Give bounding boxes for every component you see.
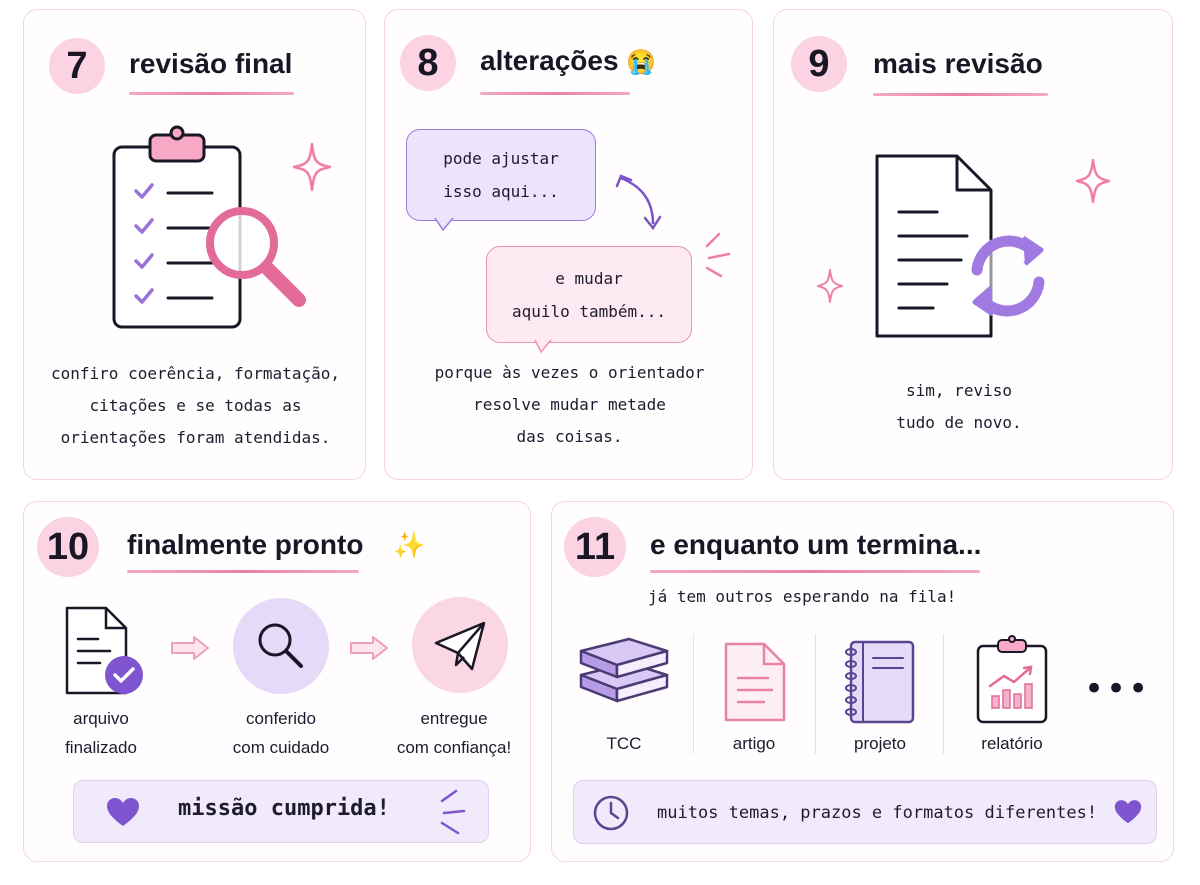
heart-icon (107, 798, 139, 826)
arrow-right-icon (171, 636, 209, 660)
item-label-artigo: artigo (732, 734, 776, 753)
sparkle-icon (817, 269, 843, 303)
card-title: finalmente pronto ✨ (127, 529, 426, 561)
description-line: sim, reviso (906, 381, 1012, 400)
step-number: 9 (791, 36, 847, 92)
themes-banner: muitos temas, prazos e formatos diferent… (573, 780, 1157, 844)
clock-icon (593, 795, 629, 831)
document-icon (875, 154, 993, 338)
arrow-right-icon (350, 636, 388, 660)
bubble-tail (534, 339, 552, 354)
speech-bubble-purple: pode ajustar isso aqui... (406, 129, 596, 221)
label-line: com confiança! (396, 738, 512, 757)
bubble-line: e mudar (555, 269, 623, 288)
card-description: confiro coerência, formatação, citações … (24, 358, 367, 454)
step-number: 10 (37, 517, 99, 577)
step-label-conferido: conferido com cuidado (206, 704, 356, 762)
document-check-icon (65, 606, 143, 695)
sparkle-icon (1075, 158, 1111, 204)
speech-bubble-pink: e mudar aquilo também... (486, 246, 692, 343)
bubble-line: pode ajustar (443, 149, 559, 168)
magnifier-icon (206, 207, 306, 307)
card-title: revisão final (129, 48, 293, 79)
step-number: 7 (49, 38, 105, 94)
title-underline (650, 570, 980, 573)
item-label-relatorio: relatório (981, 734, 1043, 753)
title-underline (127, 570, 359, 573)
books-icon (579, 637, 669, 703)
banner-text: muitos temas, prazos e formatos diferent… (657, 803, 1098, 823)
banner-text: missão cumprida! (178, 796, 390, 821)
description-line: porque às vezes o orientador (434, 363, 705, 382)
double-arrow-icon (615, 174, 662, 231)
description-line: confiro coerência, formatação, (51, 364, 340, 383)
divider (815, 634, 816, 754)
card-alteracoes: 8 alterações 😭 pode ajustar isso aqui...… (384, 9, 753, 480)
card-mais-revisao: 9 mais revisão sim, reviso tudo de novo. (773, 9, 1173, 480)
step-number: 11 (564, 517, 626, 577)
more-ellipsis-icon: ••• (1084, 669, 1151, 709)
card-finalmente-pronto: 10 finalmente pronto ✨ arquivo finalizad… (23, 501, 531, 862)
card-title: alterações 😭 (480, 45, 656, 77)
description-line: das coisas. (516, 427, 623, 446)
card-title-text: finalmente pronto (127, 529, 364, 560)
notebook-icon (845, 640, 915, 724)
card-description: sim, reviso tudo de novo. (774, 375, 1144, 439)
title-underline (873, 93, 1048, 96)
label-line: finalizado (65, 738, 137, 757)
refresh-icon (968, 235, 1048, 317)
card-enquanto-termina: 11 e enquanto um termina... já tem outro… (551, 501, 1174, 862)
report-clipboard-icon (976, 635, 1048, 724)
label-line: entregue (420, 709, 488, 728)
card-title-text: alterações (480, 45, 619, 76)
heart-icon (1114, 800, 1142, 824)
divider (943, 634, 944, 754)
mission-banner: missão cumprida! (73, 780, 489, 843)
label-line: com cuidado (232, 738, 330, 757)
bubble-line: isso aqui... (443, 182, 559, 201)
crying-emoji-icon: 😭 (626, 49, 657, 76)
document-icon (724, 642, 786, 722)
card-title: e enquanto um termina... (650, 529, 982, 560)
magnifier-icon (233, 598, 329, 694)
step-label-arquivo: arquivo finalizado (24, 704, 178, 762)
description-line: citações e se todas as (89, 396, 302, 415)
emphasis-lines-icon (705, 232, 731, 278)
label-line: conferido (246, 709, 316, 728)
bubble-line: aquilo também... (511, 302, 667, 321)
card-subtitle: já tem outros esperando na fila! (648, 587, 957, 606)
divider (693, 634, 694, 754)
item-label-projeto: projeto (854, 734, 906, 753)
item-label-tcc: TCC (606, 734, 642, 753)
sparkles-emoji-icon: ✨ (393, 530, 426, 560)
step-number: 8 (400, 35, 456, 91)
card-description: porque às vezes o orientador resolve mud… (385, 357, 754, 453)
clipboard-checklist-icon (112, 125, 242, 329)
sparkle-icon (292, 142, 332, 192)
step-label-entregue: entregue com confiança! (379, 704, 529, 762)
emphasis-lines-icon (440, 789, 466, 835)
paper-plane-icon (412, 597, 508, 693)
title-underline (480, 92, 630, 95)
card-revisao-final: 7 revisão final confiro coerência, forma… (23, 9, 366, 480)
title-underline (129, 92, 294, 95)
description-line: tudo de novo. (896, 413, 1022, 432)
label-line: arquivo (73, 709, 129, 728)
description-line: resolve mudar metade (473, 395, 666, 414)
description-line: orientações foram atendidas. (60, 428, 331, 447)
bubble-tail (434, 217, 454, 232)
card-title: mais revisão (873, 48, 1043, 79)
